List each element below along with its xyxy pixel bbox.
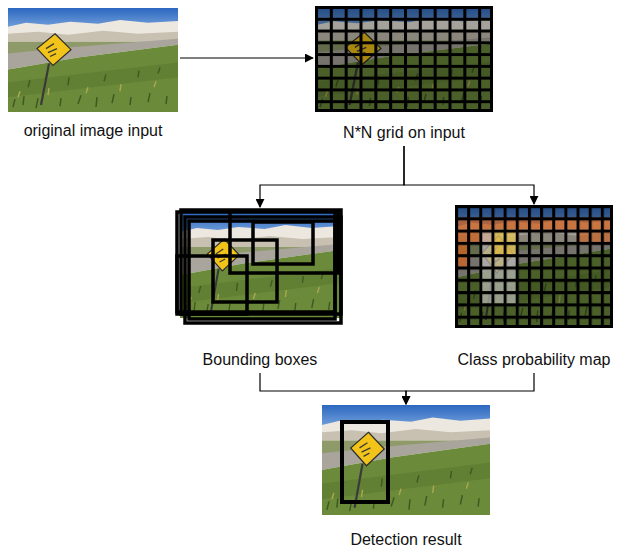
- input-photo: [8, 8, 178, 112]
- detection-photo: [322, 405, 490, 515]
- panel-caption: Bounding boxes: [175, 350, 345, 370]
- image-panel: Bounding boxes: [175, 208, 345, 370]
- image-panel: Detection result: [322, 405, 490, 550]
- flow-arrow: [406, 373, 534, 404]
- grid-photo: [315, 6, 493, 112]
- image-panel: original image input: [8, 8, 178, 141]
- panel-caption: N*N grid on input: [315, 123, 493, 143]
- flow-arrow: [180, 57, 313, 58]
- image-panel: Class probability map: [455, 205, 614, 370]
- class-map-photo: [455, 205, 613, 328]
- flow-arrow: [260, 373, 406, 404]
- panel-caption: original image input: [8, 121, 178, 141]
- flow-arrow: [260, 146, 404, 207]
- panel-caption: Class probability map: [455, 350, 614, 370]
- flow-arrow: [404, 146, 534, 204]
- panel-caption: Detection result: [322, 530, 490, 550]
- bounding-box-photo: [177, 210, 341, 323]
- image-panel: N*N grid on input: [315, 6, 493, 143]
